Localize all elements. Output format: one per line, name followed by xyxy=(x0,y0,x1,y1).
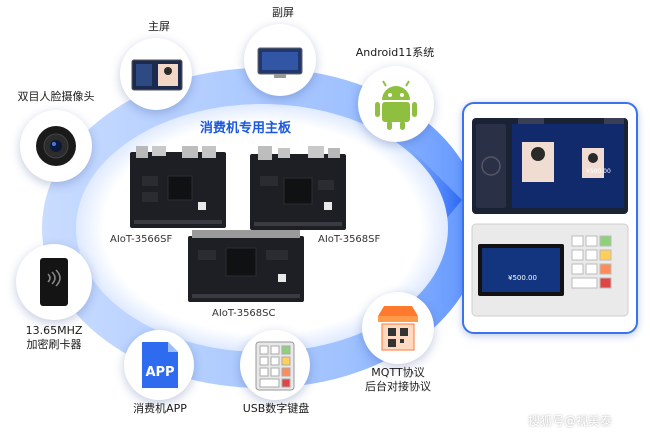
mqtt-label-1: MQTT协议 xyxy=(371,366,425,379)
app-node: APP xyxy=(124,330,194,400)
mqtt-node xyxy=(362,292,434,364)
board-label-3: AIoT-3568SC xyxy=(212,308,276,319)
bottom-device-amount: ¥500.00 xyxy=(508,274,537,282)
device-illustration xyxy=(471,118,629,317)
board-aiot-3568sf xyxy=(250,146,346,230)
board-aiot-3568sc xyxy=(188,230,304,302)
main-screen-label: 主屏 xyxy=(148,20,170,33)
top-device-amount: ¥500.00 xyxy=(586,168,611,175)
camera-label: 双目人脸摄像头 xyxy=(17,90,95,103)
android-node xyxy=(358,66,434,142)
device-panel: ¥500.00 ¥500.00 xyxy=(462,102,638,334)
mqtt-label-2: 后台对接协议 xyxy=(365,380,431,393)
camera-node xyxy=(20,110,92,182)
store-qr-icon xyxy=(378,306,418,351)
keypad-icon xyxy=(255,341,295,391)
card-reader-node xyxy=(16,244,92,320)
sub-screen-label: 副屏 xyxy=(272,6,294,19)
card-reader-icon xyxy=(40,258,68,306)
android-robot-icon xyxy=(375,80,417,130)
app-label: 消费机APP xyxy=(133,402,187,415)
main-screen-node xyxy=(120,38,192,110)
tablet-screen-icon xyxy=(131,59,183,91)
center-title: 消费机专用主板 xyxy=(200,121,292,136)
app-icon-text: APP xyxy=(145,365,174,380)
binocular-camera-icon xyxy=(36,126,76,166)
small-display-icon xyxy=(257,47,303,78)
keypad-node xyxy=(240,330,310,400)
board-label-2: AIoT-3568SF xyxy=(318,234,381,245)
keypad-label: USB数字键盘 xyxy=(242,402,310,415)
card-reader-label-1: 13.65MHZ xyxy=(25,324,83,337)
board-aiot-3566sf xyxy=(130,146,226,228)
sub-screen-node xyxy=(244,24,316,96)
card-reader-label-2: 加密刷卡器 xyxy=(26,338,82,351)
app-file-icon: APP xyxy=(142,342,178,388)
android-label: Android11系统 xyxy=(355,46,435,59)
watermark: 搜狐号@视美泰 xyxy=(528,414,613,428)
board-label-1: AIoT-3566SF xyxy=(110,234,173,245)
